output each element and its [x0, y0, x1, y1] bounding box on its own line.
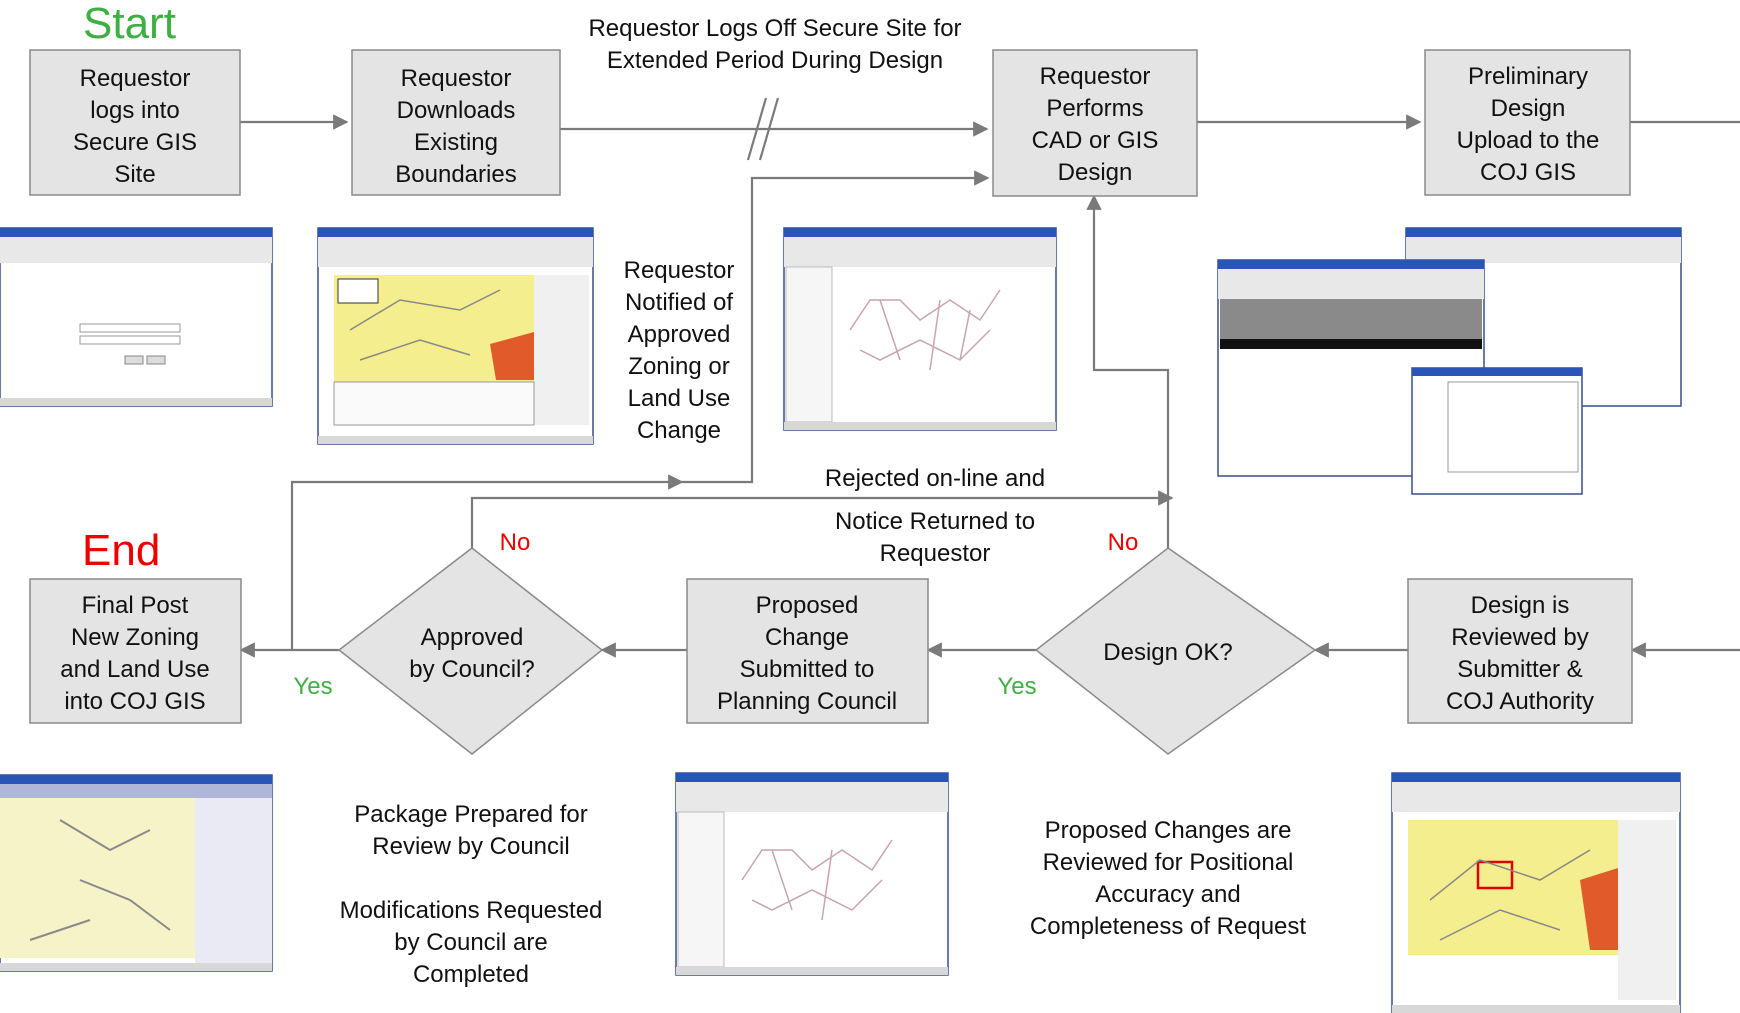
box-login-text-line-2: logs into — [90, 97, 179, 124]
decision-design-ok-text-line-1: Design OK? — [1103, 639, 1232, 666]
thumbnail-map-download — [317, 227, 594, 445]
box-upload-text-line-2: Design — [1491, 95, 1566, 122]
box-login — [29, 49, 241, 196]
end-label: End — [82, 526, 160, 575]
box-download-text-line-2: Downloads — [397, 97, 516, 124]
annotation-modifications-line-3: Completed — [413, 961, 529, 988]
annotation-notice-line-1: Notice Returned to — [835, 508, 1035, 535]
annotation-notified-line-2: Notified of — [625, 289, 733, 316]
decision-approved-text-line-1: Approved — [421, 624, 524, 651]
annotation-proposed-review-line-2: Reviewed for Positional — [1043, 849, 1294, 876]
annotation-package-line-1: Package Prepared for — [354, 801, 587, 828]
box-review-text-line-4: COJ Authority — [1446, 688, 1594, 715]
start-label: Start — [83, 0, 176, 48]
annotation-notified-line-4: Zoning or — [628, 353, 729, 380]
thumbnail-arcexplorer-design — [783, 227, 1057, 431]
yes-label-design-ok: Yes — [997, 673, 1036, 700]
box-proposed-text-line-4: Planning Council — [717, 688, 897, 715]
box-proposed-text-line-1: Proposed — [756, 592, 859, 619]
annotation-package-line-2: Review by Council — [372, 833, 569, 860]
annotation-notified-line-6: Change — [637, 417, 721, 444]
box-design — [992, 49, 1198, 197]
box-design-text-line-3: CAD or GIS — [1032, 127, 1159, 154]
box-final-text-line-2: New Zoning — [71, 624, 199, 651]
box-download-text-line-4: Boundaries — [395, 161, 516, 188]
process-boxes — [29, 49, 1633, 755]
annotation-notice-line-2: Requestor — [880, 540, 991, 567]
box-design-text-line-1: Requestor — [1040, 63, 1151, 90]
box-design-text-line-2: Performs — [1046, 95, 1143, 122]
annotation-proposed-review-line-1: Proposed Changes are — [1045, 817, 1292, 844]
annotation-rejected-line-1: Rejected on-line and — [825, 465, 1045, 492]
annotation-notice: Notice Returned to Requestor — [835, 508, 1035, 567]
annotation-proposed-review-line-4: Completeness of Request — [1030, 913, 1306, 940]
thumbnail-upload-stack — [1217, 227, 1682, 495]
thumbnail-map-review — [1391, 772, 1681, 1013]
no-label-design-ok: No — [1108, 529, 1139, 556]
no-label-approved: No — [500, 529, 531, 556]
box-review — [1407, 578, 1633, 724]
box-final-text-line-1: Final Post — [82, 592, 189, 619]
box-review-text-line-2: Reviewed by — [1451, 624, 1588, 651]
box-proposed — [686, 578, 929, 724]
box-final-text-line-4: into COJ GIS — [64, 688, 205, 715]
box-design-text-line-4: Design — [1058, 159, 1133, 186]
box-download-text-line-1: Requestor — [401, 65, 512, 92]
decision-approved-text: Approved by Council? — [409, 624, 534, 683]
annotation-logoff-line-2: Extended Period During Design — [607, 47, 943, 74]
annotation-notified-line-3: Approved — [628, 321, 731, 348]
box-review-text-line-1: Design is — [1471, 592, 1570, 619]
box-download — [351, 49, 561, 196]
box-login-text-line-4: Site — [114, 161, 155, 188]
annotation-modifications-line-2: by Council are — [394, 929, 547, 956]
arrow-final-to-notified — [290, 474, 684, 650]
break-mark-2 — [758, 97, 780, 161]
box-final — [29, 578, 242, 724]
yes-label-approved: Yes — [293, 673, 332, 700]
box-upload-text-line-3: Upload to the — [1457, 127, 1600, 154]
box-proposed-text-line-2: Change — [765, 624, 849, 651]
box-login-text-line-1: Requestor — [80, 65, 191, 92]
box-review-text-line-3: Submitter & — [1457, 656, 1582, 683]
box-proposed-text-line-3: Submitted to — [740, 656, 875, 683]
annotation-logoff-line-1: Requestor Logs Off Secure Site for — [588, 15, 961, 42]
thumbnail-jacksonville-map — [0, 774, 273, 972]
annotation-rejected: Rejected on-line and — [825, 465, 1045, 492]
arrow-notified-to-design — [682, 170, 990, 484]
decision-design-ok — [1034, 547, 1317, 755]
flow-arrows — [239, 97, 1740, 658]
box-upload-text-line-4: COJ GIS — [1480, 159, 1576, 186]
arrow-design-ok-no — [1086, 194, 1170, 548]
box-final-text-line-3: and Land Use — [60, 656, 209, 683]
arrow-approved-no — [470, 490, 1174, 548]
annotation-proposed-review-line-3: Accuracy and — [1095, 881, 1240, 908]
decision-approved-text-line-2: by Council? — [409, 656, 534, 683]
box-upload — [1424, 49, 1631, 196]
decision-approved — [337, 547, 604, 755]
box-upload-text-line-1: Preliminary — [1468, 63, 1588, 90]
annotation-notified-line-1: Requestor — [624, 257, 735, 284]
box-review-text: Design is Reviewed by Submitter & COJ Autho… — [1446, 592, 1594, 715]
box-login-text-line-3: Secure GIS — [73, 129, 197, 156]
box-download-text-line-3: Existing — [414, 129, 498, 156]
annotation-notified-line-5: Land Use — [628, 385, 731, 412]
annotation-modifications-line-1: Modifications Requested — [340, 897, 603, 924]
thumbnail-sign-in — [0, 227, 273, 407]
thumbnail-arcexplorer-proposed — [675, 772, 949, 976]
decision-design-ok-text: Design OK? — [1103, 639, 1232, 666]
break-mark-1 — [746, 97, 768, 161]
